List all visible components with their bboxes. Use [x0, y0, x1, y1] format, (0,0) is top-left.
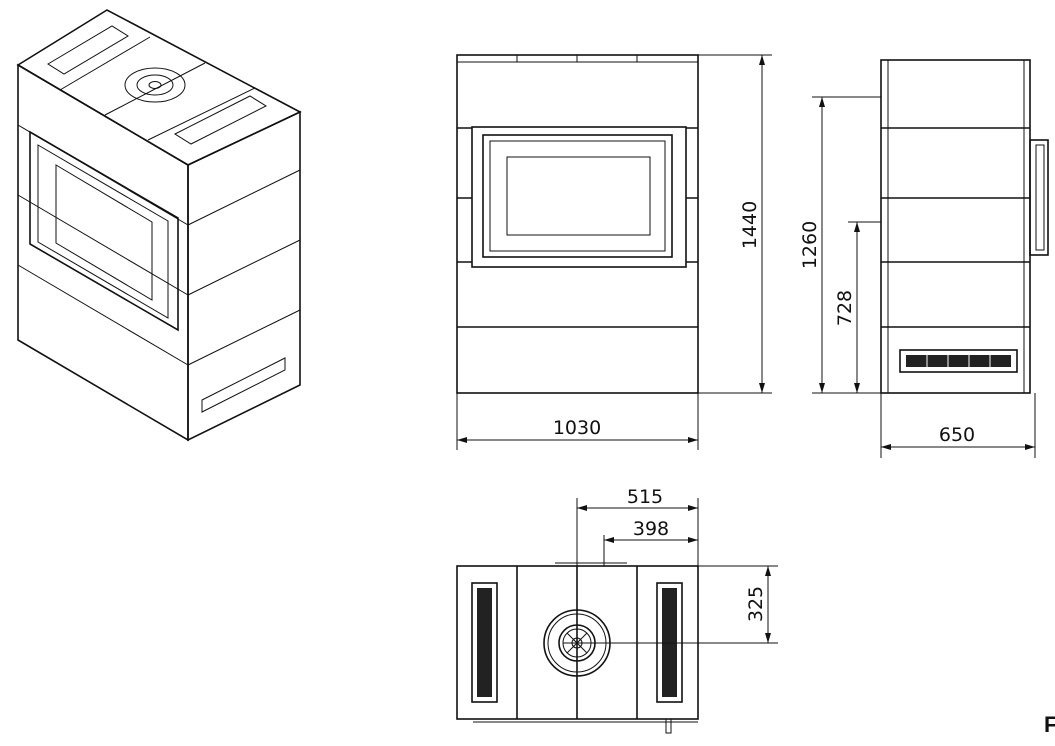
figure-label: F [1044, 712, 1055, 737]
dimension-top-flue-offset: 398 [633, 518, 669, 540]
dimension-side-height-upper: 1260 [799, 221, 821, 269]
dimension-side-depth: 650 [939, 424, 975, 446]
isometric-vent-bottom [201, 357, 286, 413]
dimension-top-half-width: 515 [627, 486, 663, 508]
side-vent [899, 349, 1018, 373]
dimension-side-height-lower: 728 [834, 290, 856, 326]
isometric-door [29, 130, 179, 332]
dimension-front-width: 1030 [553, 417, 601, 439]
front-view [456, 54, 772, 450]
top-vent-left [471, 582, 498, 703]
side-view [812, 59, 1049, 458]
dimension-top-flue-depth: 325 [745, 586, 767, 622]
side-door-handle [1029, 139, 1049, 256]
isometric-view [16, 9, 302, 442]
isometric-vent-top-left [47, 25, 129, 75]
dimension-front-height: 1440 [739, 201, 761, 249]
front-door-glass [482, 134, 673, 258]
isometric-vent-top-right [173, 95, 268, 145]
isometric-flue [124, 67, 186, 103]
top-view [456, 498, 778, 734]
front-door-frame [471, 126, 687, 268]
